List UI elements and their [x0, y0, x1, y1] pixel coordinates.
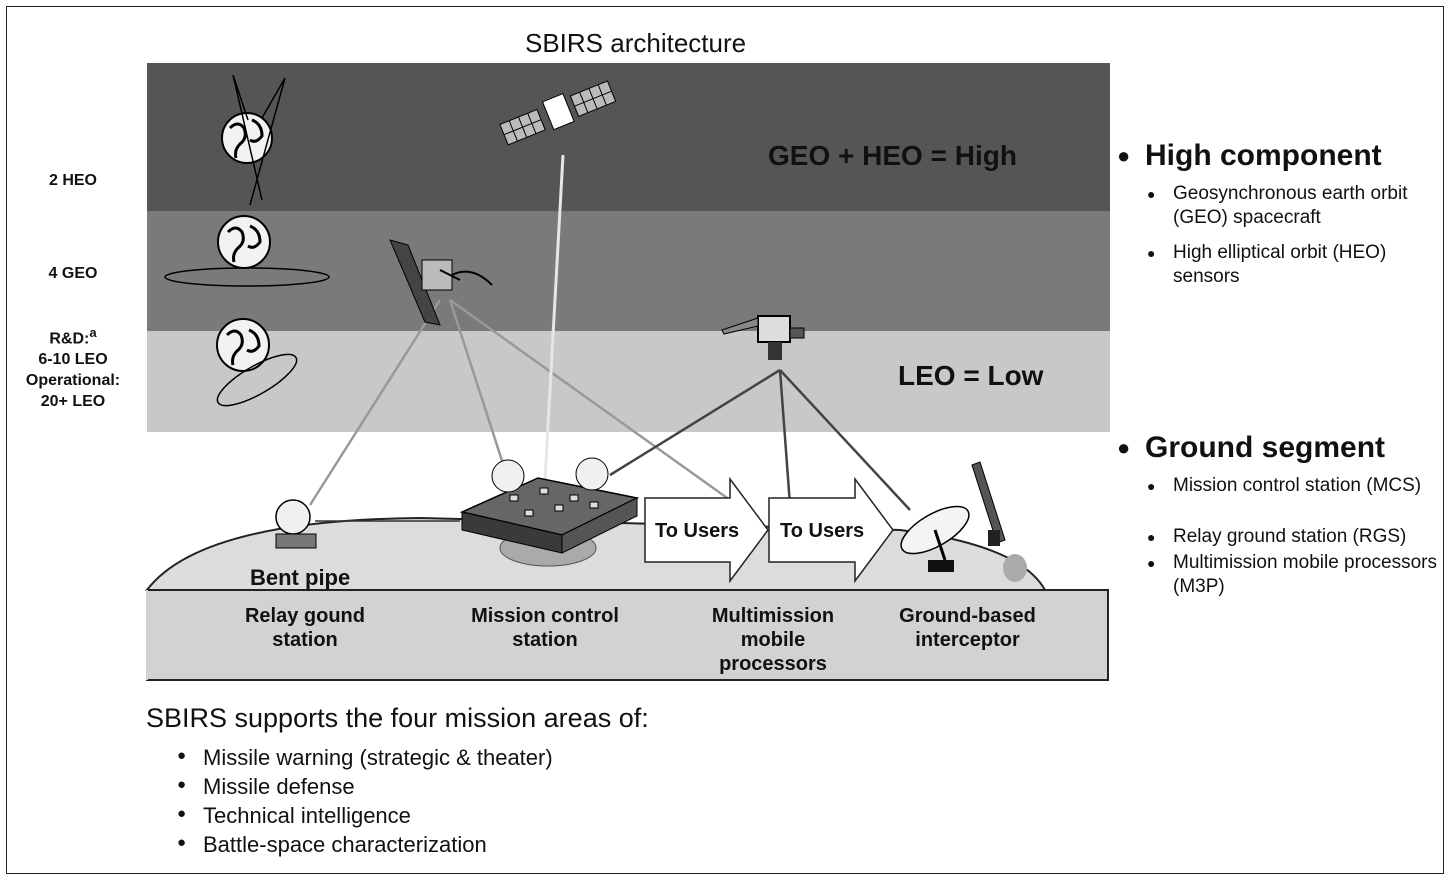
- m3p-label-line2: mobile: [740, 629, 806, 651]
- interceptor-missile-icon: [971, 461, 1027, 582]
- high-band-label: GEO + HEO = High: [768, 140, 1017, 171]
- geo-satellite-icon: [389, 239, 493, 326]
- missions-heading: SBIRS supports the four mission areas of…: [146, 703, 649, 733]
- ground-segment-item: Multimission mobile processors (M3P): [1147, 551, 1448, 599]
- leo-count-label: R&D:a 6-10 LEO Operational: 20+ LEO: [8, 322, 138, 412]
- earth-leo-icon: [216, 318, 298, 407]
- leo-rd-count: 6-10 LEO: [38, 351, 108, 369]
- relay-station-icon: [275, 499, 317, 549]
- earth-geo-icon: [164, 215, 330, 287]
- heo-count-label: 2 HEO: [48, 172, 97, 189]
- m3p-label-line1: Multimission: [711, 605, 835, 627]
- ground-segment-item: Relay ground station (RGS): [1147, 525, 1448, 549]
- leo-operational-label: Operational:: [25, 372, 121, 390]
- mission-item: Technical intelligence: [177, 803, 411, 829]
- low-band: [147, 331, 1110, 432]
- mission-item: Missile defense: [177, 774, 355, 800]
- high-component-item: High elliptical orbit (HEO) sensors: [1147, 241, 1448, 289]
- to-users-label-1: To Users: [655, 520, 740, 542]
- ground-segment-heading: Ground segment: [1117, 431, 1385, 465]
- high-component-item: Geosynchronous earth orbit (GEO) spacecr…: [1147, 182, 1448, 230]
- interceptor-label-line1: Ground-based: [899, 605, 1036, 627]
- high-component-heading: High component: [1117, 139, 1382, 173]
- to-users-label-2: To Users: [780, 520, 865, 542]
- earth-heo-icon: [221, 74, 286, 206]
- leo-rd-label: R&D:: [49, 330, 90, 348]
- mission-control-label-line1: Mission control: [471, 605, 619, 627]
- relay-station-label-line1: Relay gound: [244, 605, 365, 627]
- geo-band: [147, 211, 1110, 331]
- m3p-label-line3: processors: [719, 653, 827, 675]
- multimission-processors-label: Multimission mobile processors: [678, 604, 868, 676]
- relay-station-label: Relay gound station: [210, 604, 400, 652]
- radar-dish-icon: [900, 505, 970, 572]
- mission-control-label-line2: station: [512, 629, 578, 651]
- mission-item: Missile warning (strategic & theater): [177, 745, 553, 771]
- ground-segment-item: Mission control station (MCS): [1147, 474, 1448, 498]
- low-band-label: LEO = Low: [898, 360, 1044, 391]
- interceptor-label: Ground-based interceptor: [870, 604, 1065, 652]
- to-users-arrow-1: [644, 476, 769, 584]
- to-users-arrow-2: [768, 476, 894, 584]
- links: [308, 154, 911, 522]
- mission-control-label: Mission control station: [450, 604, 640, 652]
- bent-pipe-label: Bent pipe: [250, 565, 351, 590]
- leo-operational-count: 20+ LEO: [40, 393, 106, 411]
- leo-satellite-icon: [721, 315, 805, 360]
- heo-satellite-icon: [499, 80, 617, 146]
- geo-count-label: 4 GEO: [48, 265, 98, 282]
- diagram-title: SBIRS architecture: [525, 28, 747, 58]
- high-band: [147, 63, 1110, 211]
- interceptor-label-line2: interceptor: [915, 629, 1020, 651]
- mission-control-icon: [459, 457, 640, 567]
- mission-item: Battle-space characterization: [177, 832, 487, 858]
- relay-station-label-line2: station: [272, 629, 338, 651]
- leo-footnote-marker: a: [89, 325, 97, 340]
